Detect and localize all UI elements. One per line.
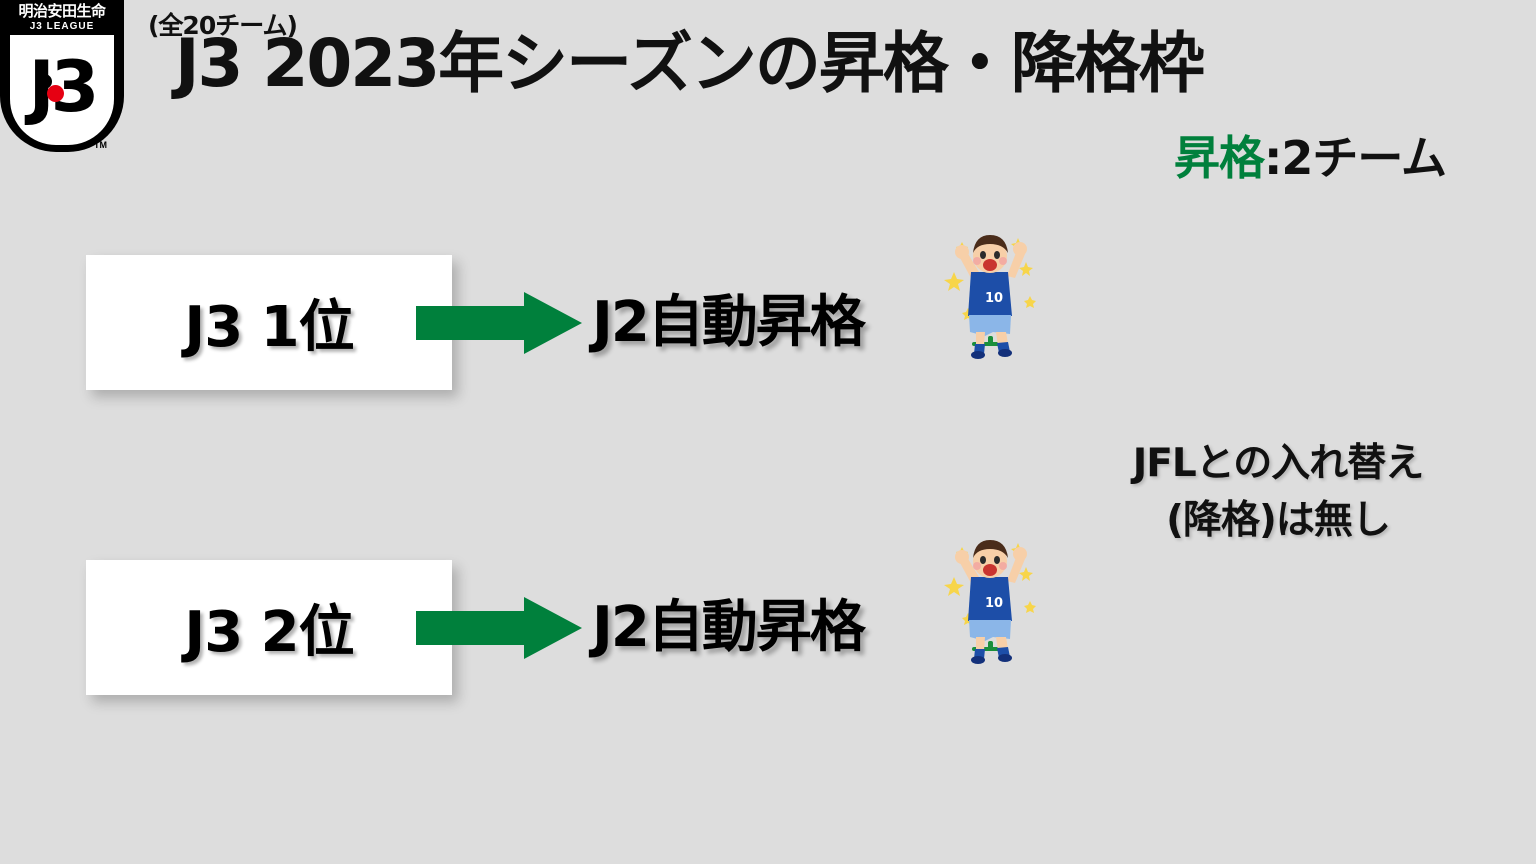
rank-box: J3 2位 xyxy=(86,560,452,695)
relegation-note-line-1: JFLとの入れ替え xyxy=(1132,441,1425,486)
destination-label: J2自動昇格 xyxy=(592,595,866,660)
promotion-count: :2チーム xyxy=(1263,131,1447,185)
destination-label: J2自動昇格 xyxy=(592,290,866,355)
rank-label: J3 2位 xyxy=(184,600,354,665)
logo-black-dot-icon xyxy=(37,74,52,89)
logo-j3-mark: J3 xyxy=(28,46,100,128)
j3-league-logo: 明治安田生命 J3 LEAGUE J3 TM xyxy=(0,0,124,166)
logo-red-dot-icon xyxy=(47,85,64,102)
page-title: J3 2023年シーズンの昇格・降格枠 xyxy=(175,25,1205,102)
promotion-row-1: J3 1位 J2自動昇格 xyxy=(0,235,1536,405)
relegation-note-line-2: (降格)は無し xyxy=(1166,497,1391,543)
promotion-row-2: J3 2位 J2自動昇格 xyxy=(0,540,1536,710)
rank-box: J3 1位 xyxy=(86,255,452,390)
logo-trademark-text: TM xyxy=(94,140,107,150)
logo-sponsor-text: 明治安田生命 xyxy=(18,2,106,20)
logo-league-text: J3 LEAGUE xyxy=(29,21,95,32)
relegation-note: JFLとの入れ替え (降格)は無し xyxy=(1068,436,1488,549)
right-arrow-icon xyxy=(416,597,582,659)
celebrating-soccer-player-icon: 10 xyxy=(938,220,1042,360)
promotion-summary: 昇格:2チーム xyxy=(1173,122,1447,188)
svg-text:10: 10 xyxy=(985,291,1003,306)
rank-label: J3 1位 xyxy=(184,295,354,360)
celebrating-soccer-player-icon: 10 xyxy=(938,525,1042,665)
right-arrow-icon xyxy=(416,292,582,354)
promotion-keyword: 昇格 xyxy=(1173,131,1265,185)
svg-text:10: 10 xyxy=(985,596,1003,611)
team-count-label: (全20チーム) xyxy=(148,11,298,40)
